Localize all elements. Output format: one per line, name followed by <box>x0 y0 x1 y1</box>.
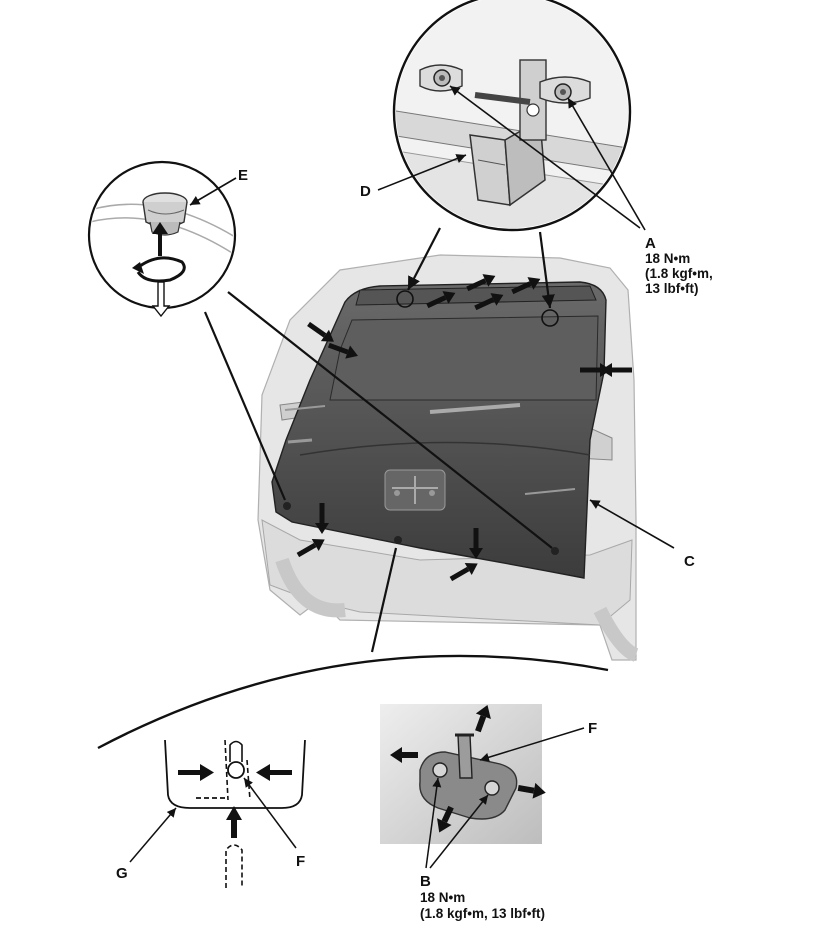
clip-release-arrows <box>296 274 632 582</box>
striker-bolt-left <box>432 762 448 778</box>
label-a-torque-2: (1.8 kgf•m, <box>645 266 713 281</box>
leader-lines <box>203 227 555 653</box>
latch-section-diagram <box>129 739 306 888</box>
hinge-bolt-marker-right <box>541 309 559 327</box>
label-b-torque-1: 18 N•m <box>420 890 465 905</box>
label-d: D <box>360 183 371 200</box>
label-a-torque-3: 13 lbf•ft) <box>645 281 698 296</box>
label-b-torque-2: (1.8 kgf•m, 13 lbf•ft) <box>420 906 545 921</box>
label-f-striker: F <box>296 853 305 870</box>
label-g: G <box>116 865 128 882</box>
label-leaders <box>189 85 675 549</box>
label-f-latch: F <box>588 720 597 737</box>
label-e: E <box>238 167 248 184</box>
label-b: B <box>420 873 431 890</box>
label-c: C <box>684 553 695 570</box>
clip-detail-callout <box>87 160 237 318</box>
labels: E D A 18 N•m (1.8 kgf•m, 13 lbf•ft) C F … <box>116 167 713 921</box>
hinge-detail-callout <box>392 0 632 232</box>
striker-photo <box>380 704 585 869</box>
striker-bolt-right <box>484 780 500 796</box>
label-a: A <box>645 235 656 252</box>
hinge-bolt-marker-left <box>396 290 414 308</box>
label-a-torque-1: 18 N•m <box>645 251 690 266</box>
latch-detail-arc <box>97 654 609 750</box>
vehicle-rear-view <box>257 254 639 662</box>
